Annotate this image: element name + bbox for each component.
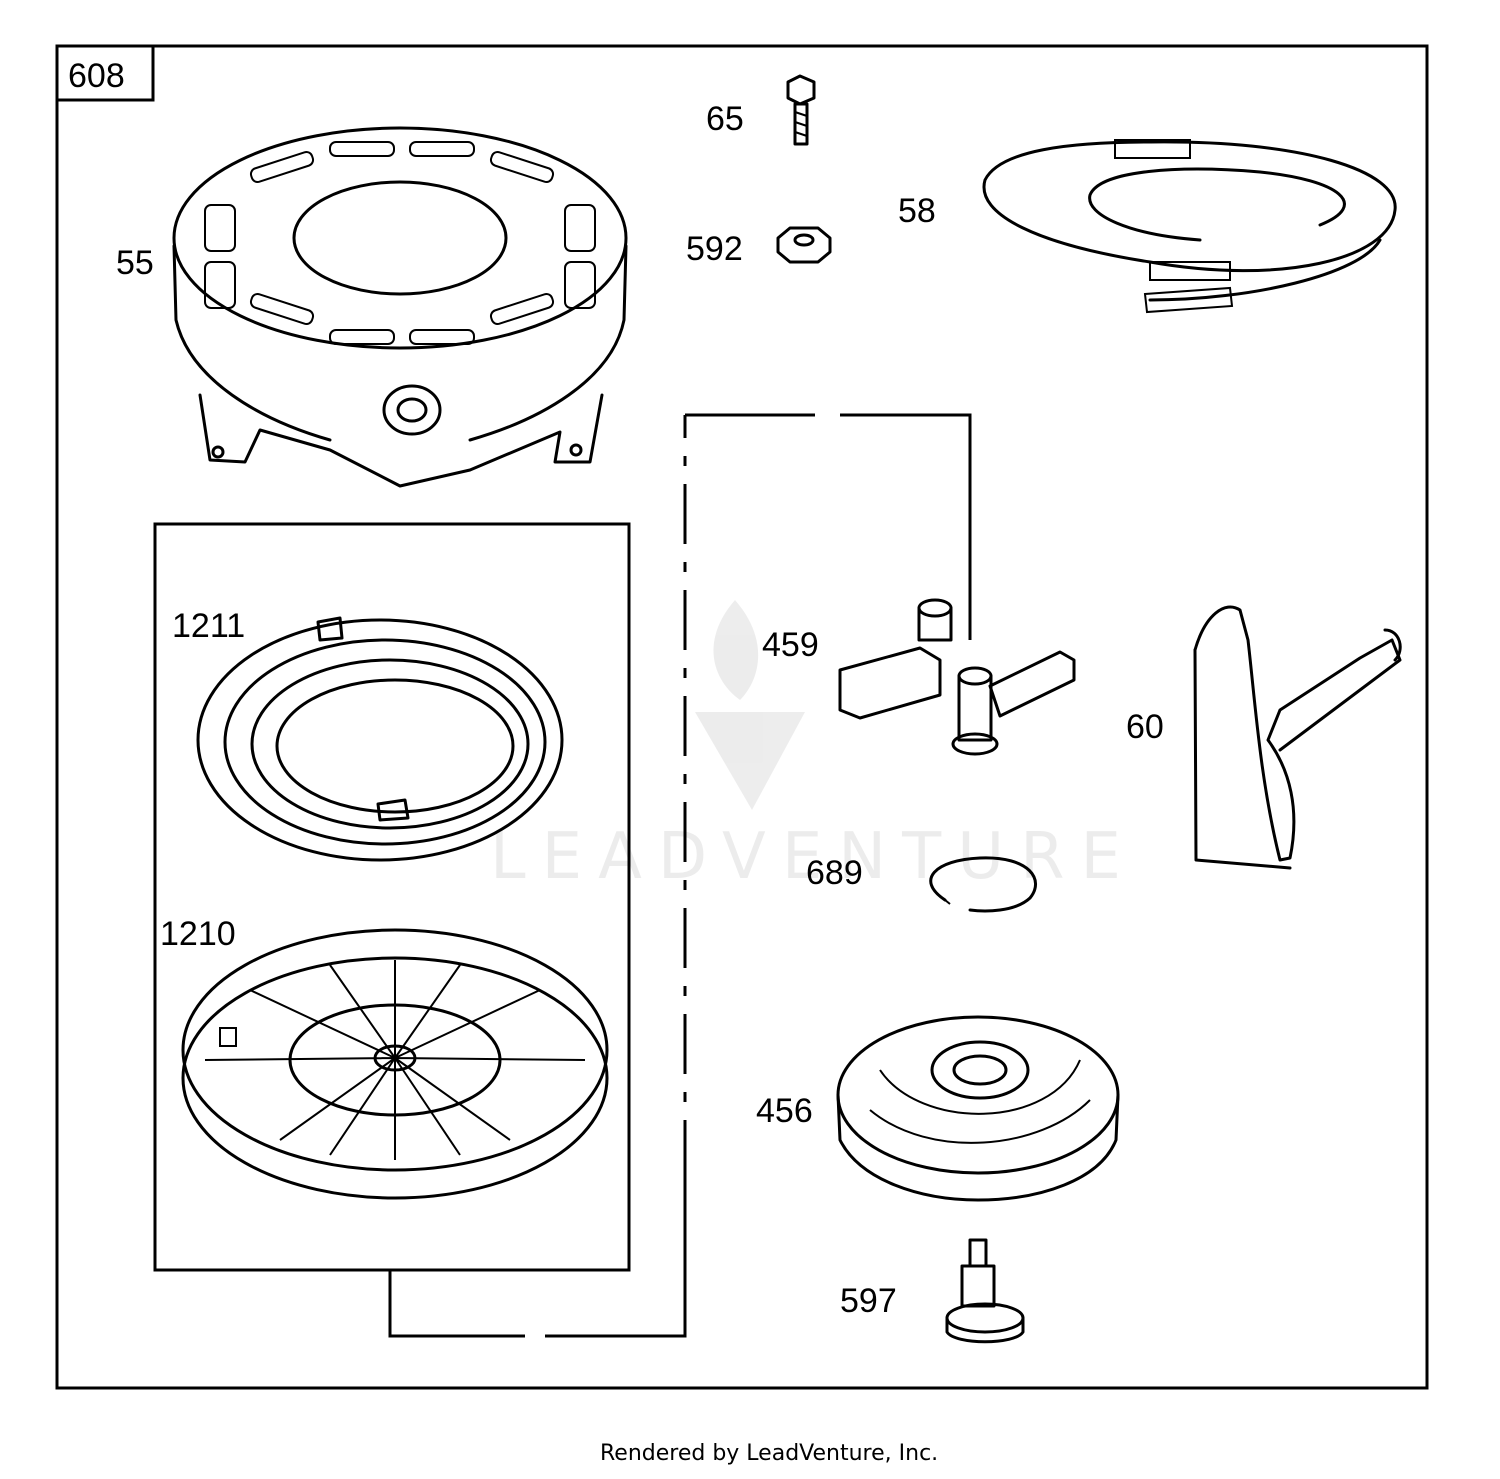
part-label: 65 xyxy=(706,100,744,138)
footer-credit: Rendered by LeadVenture, Inc. xyxy=(600,1441,938,1466)
part-label: 1210 xyxy=(160,915,236,953)
part-label: 1211 xyxy=(172,607,245,645)
assembly-number: 608 xyxy=(68,57,125,95)
leader-line xyxy=(545,1180,687,1338)
leader-line xyxy=(685,413,972,640)
pulley-part xyxy=(181,928,609,1200)
watermark-text: LEADVENTURE xyxy=(490,820,1137,894)
leader-line xyxy=(388,1270,525,1338)
part-label: 459 xyxy=(762,626,819,664)
part-label: 456 xyxy=(756,1092,813,1130)
retaining-ring-part xyxy=(929,856,1037,913)
part-label: 60 xyxy=(1126,708,1164,746)
recoil-housing-part xyxy=(172,126,628,488)
recoil-spring-part xyxy=(196,616,564,862)
pawl-part xyxy=(838,598,1076,756)
part-label: 592 xyxy=(686,230,743,268)
kit-box xyxy=(153,522,631,1272)
starter-rope-part xyxy=(982,139,1397,314)
part-label: 597 xyxy=(840,1282,897,1320)
part-label: 55 xyxy=(116,244,154,282)
diagram-frame xyxy=(55,44,1429,1390)
starter-handle-part xyxy=(1193,605,1402,870)
part-label: 58 xyxy=(898,192,936,230)
starter-cup-part xyxy=(836,1015,1120,1202)
part-label: 689 xyxy=(806,854,863,892)
assembly-tag-box xyxy=(55,44,155,102)
shoulder-screw-part xyxy=(945,1238,1025,1344)
watermark-logo-icon xyxy=(695,600,805,810)
nut-part xyxy=(776,226,832,264)
bolt-part xyxy=(786,74,816,146)
